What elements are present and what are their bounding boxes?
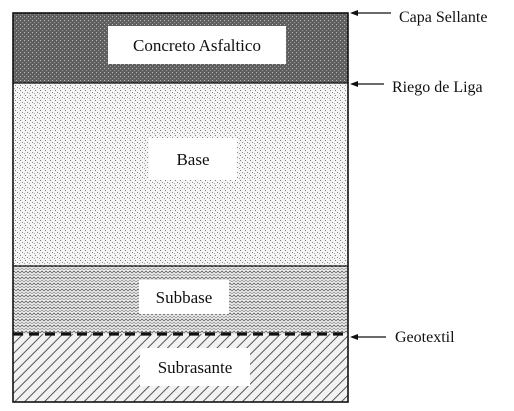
base-label: Base [149, 138, 237, 180]
subbase-label: Subbase [139, 280, 229, 314]
riego-de-liga-label: Riego de Liga [392, 79, 483, 96]
pavement-border [12, 12, 349, 403]
geotextil-label: Geotextil [395, 329, 455, 346]
capa-sellante-label: Capa Sellante [399, 9, 488, 26]
subrasante-label: Subrasante [140, 348, 250, 386]
capa-sellante-arrow-icon [350, 10, 391, 16]
geotextil-arrow-icon [350, 334, 386, 340]
riego-de-liga-arrow-icon [350, 81, 384, 87]
concreto-asfaltico-label: Concreto Asfaltico [108, 26, 286, 64]
